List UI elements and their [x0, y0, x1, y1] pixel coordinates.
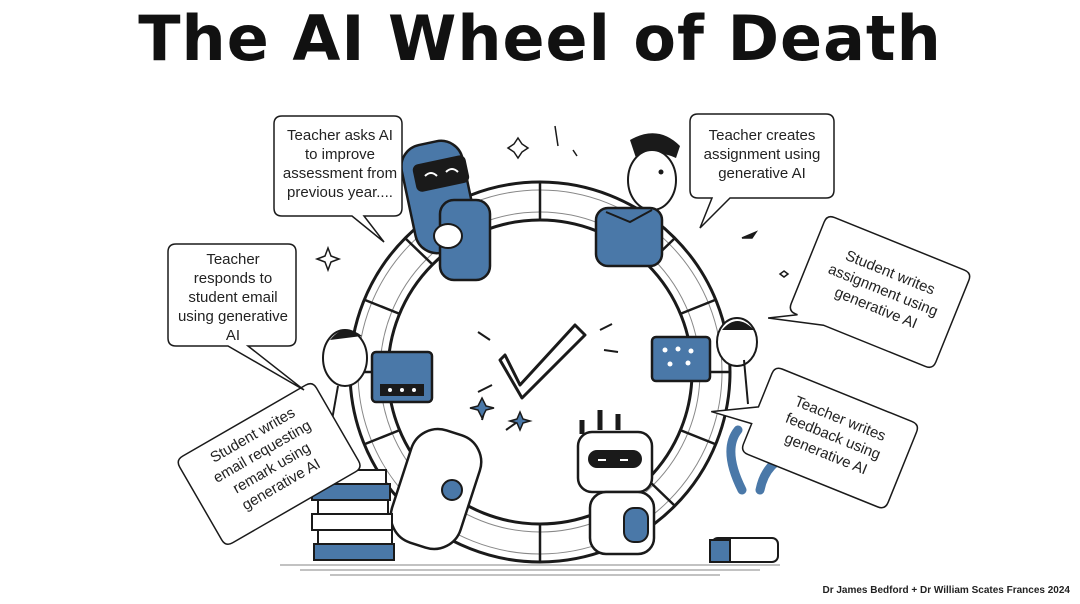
plant-icon	[709, 425, 799, 563]
credit-text: Dr James Bedford + Dr William Scates Fra…	[822, 585, 1070, 596]
bubble-shape-3	[768, 215, 971, 369]
bubble-shape-4	[711, 367, 919, 509]
book-stack-icon	[311, 469, 395, 561]
bubble-shape-5	[177, 382, 361, 545]
center-checkmark	[477, 323, 619, 400]
bubble-shape-2	[689, 113, 835, 229]
left-robot-icon	[322, 329, 434, 421]
ground-hatching	[280, 564, 780, 576]
step-1-text: Teacher asks AI to improve assessment fr…	[282, 127, 398, 201]
bottom-left-robot-icon	[389, 396, 533, 551]
right-robot-icon	[650, 317, 758, 405]
step-6-text: Teacher responds to student email using …	[177, 251, 289, 344]
bubble-shape-6	[167, 243, 305, 391]
step-2-text: Teacher creates assignment using generat…	[703, 127, 821, 182]
bottom-right-robot-icon	[576, 410, 656, 556]
page-title: The AI Wheel of Death	[138, 2, 942, 75]
speech-bubbles	[167, 113, 971, 545]
masked-robot-icon	[400, 139, 492, 282]
bubble-shape-1	[273, 115, 403, 243]
sparkle-icons	[314, 125, 790, 278]
teacher-figure-icon	[594, 133, 680, 268]
